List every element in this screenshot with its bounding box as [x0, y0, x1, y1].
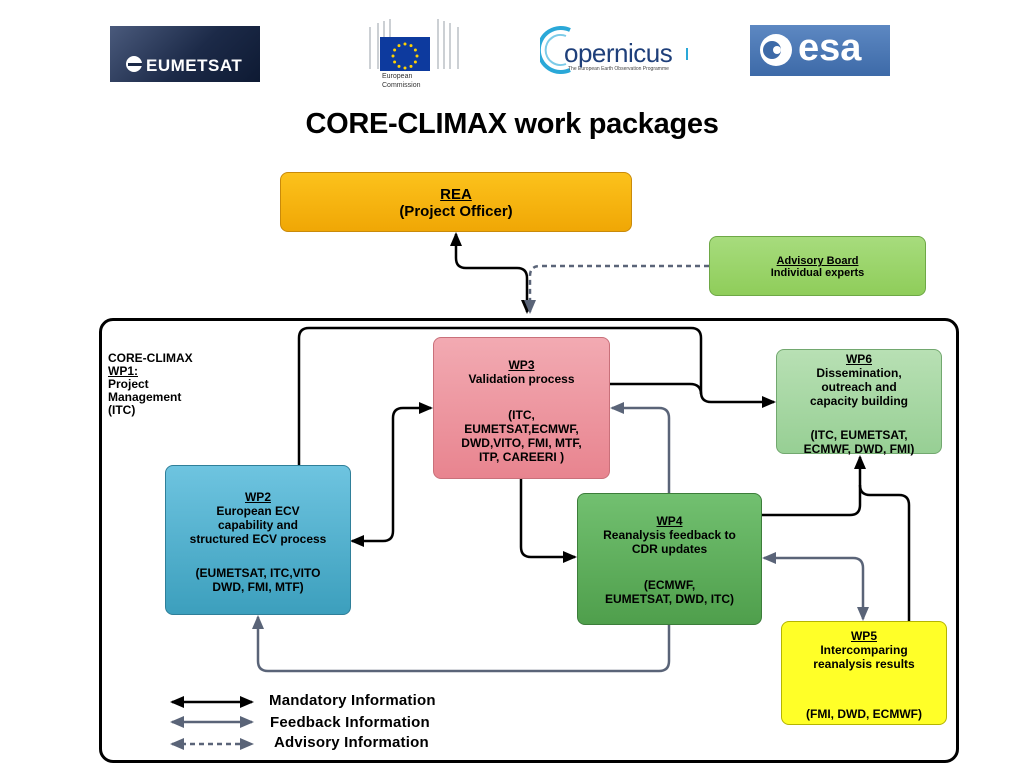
wp1-line1: Project	[108, 377, 149, 391]
wp2-box: WP2 European ECV capability and structur…	[165, 465, 351, 615]
wp4-partners-2: EUMETSAT, DWD, ITC)	[604, 592, 735, 606]
wp4-title-1: Reanalysis feedback to	[603, 528, 736, 542]
european-commission-logo: European Commission	[358, 17, 471, 94]
wp3-name: WP3	[508, 358, 535, 372]
wp3-title: Validation process	[468, 372, 575, 386]
wp1-line2: Management	[108, 390, 182, 404]
wp3-partners-2: EUMETSAT,ECMWF,	[464, 422, 579, 436]
wp4-title-2: CDR updates	[631, 542, 708, 556]
wp1-project: CORE-CLIMAX	[108, 351, 193, 365]
wp6-partners-2: ECMWF, DWD, FMI)	[803, 442, 915, 456]
page-title: CORE-CLIMAX work packages	[305, 108, 719, 140]
wp2-name: WP2	[244, 490, 271, 504]
arrow-wp3-wp6	[610, 382, 703, 395]
arrow-wp5-wp6	[858, 484, 911, 621]
wp2-partners-1: (EUMETSAT, ITC,VITO	[195, 566, 321, 580]
rea-box: REA (Project Officer)	[280, 172, 632, 232]
wp4-partners-1: (ECMWF,	[643, 578, 696, 592]
wp2-title-3: structured ECV process	[189, 532, 327, 546]
wp6-title-3: capacity building	[809, 394, 908, 408]
wp5-name: WP5	[850, 629, 877, 643]
arrow-wp4-wp5	[762, 552, 869, 621]
wp2-partners-2: DWD, FMI, MTF)	[212, 580, 304, 594]
arrow-wp2-wp3	[350, 402, 433, 547]
advisory-board-members: Individual experts	[770, 267, 865, 279]
wp5-partners: (FMI, DWD, ECMWF)	[806, 707, 922, 721]
wp5-title-1: Intercomparing	[820, 643, 908, 657]
wp5-box: WP5 Intercomparing reanalysis results (F…	[781, 621, 947, 725]
eumetsat-logo: EUMETSAT	[110, 26, 260, 82]
legend-mandatory-label: Mandatory Information	[269, 692, 436, 709]
wp3-partners-4: ITP, CAREERI )	[478, 450, 565, 464]
arrow-wp3-wp4	[519, 479, 577, 563]
wp6-title-2: outreach and	[821, 380, 897, 394]
legend-advisory-label: Advisory Information	[274, 734, 429, 751]
wp1-partners: (ITC)	[108, 403, 136, 417]
esa-logo: esa	[750, 25, 890, 76]
advisory-board-box: Advisory Board Individual experts	[709, 236, 926, 296]
rea-role: (Project Officer)	[399, 203, 513, 220]
core-climax-frame	[99, 318, 959, 763]
arrow-wp4-wp2	[252, 615, 671, 673]
eumetsat-wordmark: EUMETSAT	[146, 56, 243, 75]
wp2-title-1: European ECV	[216, 504, 300, 518]
copernicus-logo: opernicus The European Earth Observation…	[540, 24, 690, 76]
arrow-wp4-wp6	[762, 455, 866, 517]
wp2-title-2: capability and	[217, 518, 299, 532]
advisory-board-name: Advisory Board	[776, 255, 859, 267]
wp6-box: WP6 Dissemination, outreach and capacity…	[776, 349, 942, 456]
arrow-advisory-frame	[524, 264, 709, 314]
legend-feedback-label: Feedback Information	[270, 714, 430, 731]
wp3-partners-1: (ITC,	[508, 408, 535, 422]
ec-label-line2: Commission	[382, 82, 421, 89]
copernicus-tagline: The European Earth Observation Programme	[568, 66, 669, 72]
wp3-box: WP3 Validation process (ITC, EUMETSAT,EC…	[433, 337, 610, 479]
arrow-wp4-wp3	[610, 402, 671, 493]
wp1-label: CORE-CLIMAX WP1: Project Management (ITC…	[108, 352, 193, 417]
wp4-name: WP4	[656, 514, 683, 528]
wp1-name: WP1:	[108, 364, 138, 378]
wp6-partners-1: (ITC, EUMETSAT,	[810, 428, 908, 442]
wp6-title-1: Dissemination,	[816, 366, 902, 380]
rea-name: REA	[440, 186, 472, 203]
wp5-title-2: reanalysis results	[813, 657, 915, 671]
arrow-wp2-wp6	[297, 326, 776, 465]
wp3-partners-3: DWD,VITO, FMI, MTF,	[461, 436, 582, 450]
esa-wordmark: esa	[798, 27, 862, 69]
ec-label-line1: European	[382, 73, 413, 80]
copernicus-wordmark: opernicus	[564, 38, 673, 68]
wp6-name: WP6	[845, 352, 872, 366]
arrow-rea-frame	[450, 232, 533, 314]
wp4-box: WP4 Reanalysis feedback to CDR updates (…	[577, 493, 762, 625]
